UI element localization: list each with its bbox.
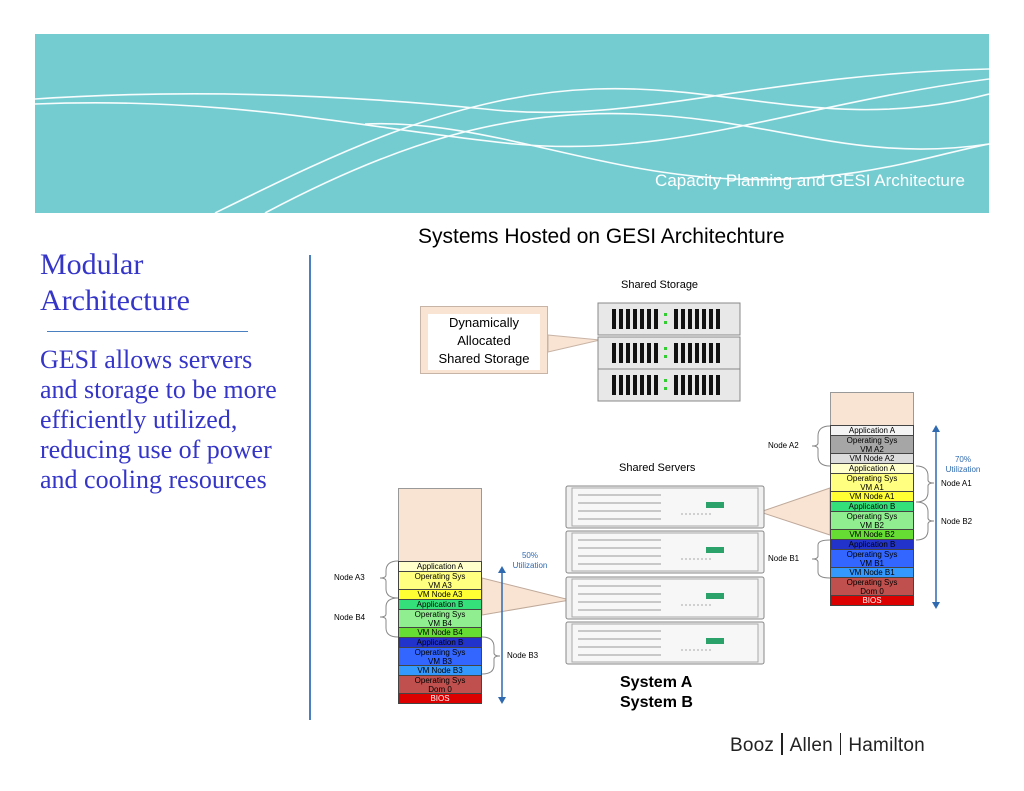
title-line-1: Modular — [40, 248, 144, 281]
utilization-b-pct: 50% — [521, 551, 538, 560]
utilization-b-word: Utilization — [512, 561, 548, 570]
storage-array-icon — [597, 302, 741, 402]
shared-storage-label: Shared Storage — [621, 279, 699, 291]
callout-text-box: Dynamically Allocated Shared Storage — [428, 314, 540, 370]
node-label-a3: Node A3 — [334, 573, 365, 582]
stack-b-layer: BIOS — [398, 693, 482, 704]
system-b-label: System B — [620, 694, 693, 711]
utilization-a-pct: 70% — [954, 455, 971, 464]
wave-lines-decoration — [35, 68, 989, 213]
body-text: GESI allows servers and storage to be mo… — [40, 345, 277, 494]
utilization-a-word: Utilization — [945, 465, 981, 474]
vertical-divider — [309, 255, 311, 720]
system-a-label: System A — [620, 674, 693, 691]
node-label-b3: Node B3 — [507, 651, 539, 660]
utilization-b-label: 50% Utilization — [505, 551, 555, 571]
callout-pointer — [547, 334, 601, 353]
title-rule — [47, 331, 248, 332]
utilization-a-label: 70% Utilization — [938, 455, 988, 475]
shared-servers-label: Shared Servers — [619, 462, 696, 474]
server-rack-icon — [565, 485, 765, 665]
logo-divider — [839, 733, 842, 755]
stack-a-layer: BIOS — [830, 595, 914, 606]
callout-line-1: Dynamically — [448, 315, 520, 330]
callout-line-2: Allocated — [457, 333, 511, 348]
node-label-a2: Node A2 — [768, 441, 799, 450]
node-label-b2: Node B2 — [941, 517, 973, 526]
logo-divider — [781, 733, 783, 755]
stack-a-free-capacity — [830, 392, 914, 426]
header-banner: Capacity Planning and GESI Architecture — [35, 34, 989, 213]
storage-callout: Dynamically Allocated Shared Storage — [420, 306, 548, 374]
connector-system-b — [481, 577, 571, 616]
node-brackets-a-right — [915, 465, 935, 541]
node-brackets-a — [811, 425, 831, 579]
stack-b-free-capacity — [398, 488, 482, 562]
title-line-2: Architecture — [40, 284, 190, 317]
utilization-arrow-b — [498, 566, 506, 704]
node-label-b1: Node B1 — [768, 554, 800, 563]
node-label-b4: Node B4 — [334, 613, 366, 622]
utilization-arrow-a — [932, 425, 940, 609]
node-label-a1: Node A1 — [941, 479, 972, 488]
logo-word-booz: Booz — [730, 735, 775, 756]
banner-title: Capacity Planning and GESI Architecture — [655, 171, 965, 190]
booz-allen-hamilton-logo: Booz Allen Hamilton — [730, 733, 925, 757]
logo-word-hamilton: Hamilton — [848, 735, 925, 756]
connector-system-a — [758, 487, 831, 536]
logo-word-allen: Allen — [789, 735, 833, 756]
callout-line-3: Shared Storage — [438, 351, 530, 366]
diagram-title: Systems Hosted on GESI Architechture — [418, 225, 785, 248]
node-brackets-b — [379, 560, 501, 675]
page-title: Modular Architecture — [40, 247, 300, 319]
